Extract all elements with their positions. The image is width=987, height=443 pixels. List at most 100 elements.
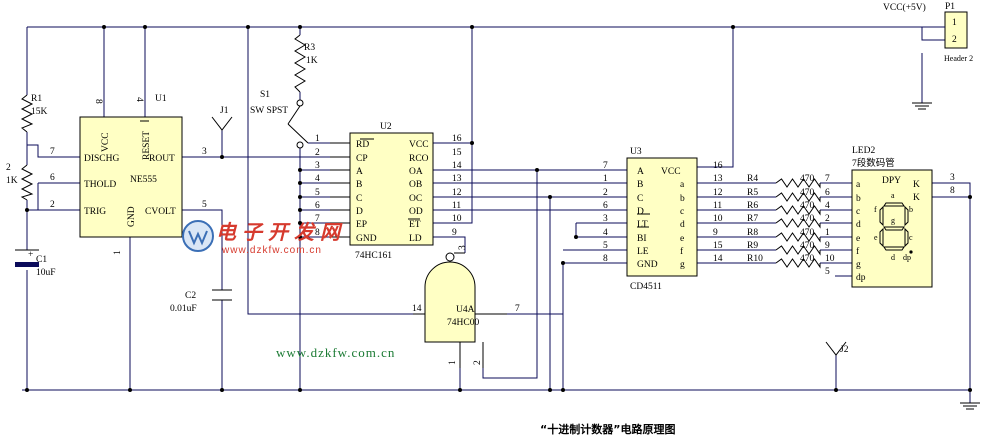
resistor-ref: R9 [747,241,758,251]
svg-text:J1: J1 [220,106,229,116]
resistor-value: 470 [800,188,815,198]
u2-pin-number: 1 [315,134,320,144]
svg-text:7段数码管: 7段数码管 [852,157,895,169]
wires [22,26,971,403]
svg-text:DPY: DPY [882,176,901,186]
svg-text:1: 1 [113,250,123,255]
watermark-name: 电子开发网 [216,220,346,244]
svg-text:5: 5 [202,200,207,210]
svg-text:NE555: NE555 [130,175,157,185]
svg-text:2: 2 [50,200,55,210]
u2-pin-label: RD [356,140,369,150]
svg-text:3: 3 [458,245,468,250]
u2-pin-number: 7 [315,214,320,224]
header-pin-2: 2 [952,35,957,45]
svg-text:TRIG: TRIG [84,207,106,217]
led-pin-number: 2 [825,214,830,224]
u3-pin-number: 4 [603,228,608,238]
u3-pin-label: g [680,260,685,270]
svg-text:1K: 1K [6,176,18,186]
u3-pin-label: D [637,207,644,217]
svg-text:C2: C2 [185,291,196,301]
r1-resistor: R1 15K [20,94,48,133]
u2-pin-label: CP [356,154,368,164]
resistor-value: 470 [800,241,815,251]
svg-text:CD4511: CD4511 [630,282,662,292]
u2-pin-number: 3 [315,161,320,171]
svg-text:74HC161: 74HC161 [355,251,392,261]
u2-pin-number: 4 [315,174,320,184]
svg-text:c: c [909,233,913,242]
junction-dots [25,25,972,392]
svg-text:R3: R3 [304,43,315,53]
svg-text:dp: dp [903,253,911,262]
svg-text:C1: C1 [36,255,47,265]
u3-pin-label: LE [637,247,649,257]
u2-pin-label: EP [356,220,367,230]
resistor-ref: R6 [747,201,758,211]
svg-text:K: K [913,180,920,190]
u4a-nand-gate: U4A 74HC00 3 1 2 14 7 [412,245,520,368]
svg-text:VCC: VCC [101,132,111,152]
svg-text:4: 4 [134,97,144,102]
u3-pin-number: 10 [713,214,723,224]
svg-text:U2: U2 [380,122,392,132]
led-pin-label: f [856,246,860,257]
led-pin-number: 10 [825,254,835,264]
led-pin-number: 7 [825,174,830,184]
svg-text:7: 7 [515,304,520,314]
header-ref: P1 [945,2,955,12]
resistor-zigzag [775,258,821,269]
svg-text:e: e [874,233,878,242]
u2-pin-number: 8 [315,228,320,238]
svg-text:S1: S1 [260,90,270,100]
header-p1-body [944,11,968,49]
led-pin-label: a [856,180,861,190]
u1-ne555: U1 NE555 DISCHG THOLD TRIG ROUT CVOLT VC… [50,94,207,255]
u3-pin-label: c [680,207,684,217]
svg-text:J2: J2 [840,345,849,355]
led-pin-number: 1 [825,228,830,238]
u2-pin-label: C [356,194,362,204]
u3-pin-number: 7 [603,161,608,171]
svg-text:GND: GND [127,206,137,227]
svg-text:U4A: U4A [456,305,475,315]
u3-pin-number: 12 [713,188,723,198]
u3-pin-label: GND [637,260,658,270]
svg-text:RESET: RESET [142,131,152,160]
svg-text:3: 3 [202,147,207,157]
resistor-value: 470 [800,174,815,184]
r2-resistor: 2 1K [6,163,34,201]
j1-jumper: J1 [211,106,233,131]
u2-pin-label: A [356,167,363,177]
svg-text:SW SPST: SW SPST [250,106,288,116]
led-pin-number: 4 [825,201,830,211]
u2-pin-number: 12 [452,188,462,198]
vcc-label: VCC(+5V) [883,2,926,13]
resistor-ref: R8 [747,228,758,238]
led-pin-label: c [856,207,860,217]
watermark-url: www.dzkfw.com.cn [221,245,322,256]
svg-text:1: 1 [448,360,458,365]
svg-text:b: b [909,205,913,214]
svg-text:R1: R1 [31,94,42,104]
u2-pin-number: 14 [452,161,462,171]
resistor-value: 470 [800,254,815,264]
svg-text:d: d [891,253,895,262]
u3-pin-label: VCC [661,167,681,177]
u2-pin-number: 9 [452,228,457,238]
svg-text:15K: 15K [31,107,48,117]
diagram-title: “十进制计数器”电路原理图 [540,422,675,436]
u3-pin-number: 2 [603,188,608,198]
seven-segment-icon: a b c d e f g dp [874,191,913,262]
u2-pin-number: 15 [452,148,462,158]
u2-pin-label: RCO [409,154,429,164]
svg-text:DISCHG: DISCHG [84,154,120,164]
resistor-zigzag [775,218,821,229]
u2-pin-label: VCC [409,140,429,150]
svg-text:LED2: LED2 [852,146,875,156]
u2-pin-label: OB [409,180,422,190]
svg-text:14: 14 [412,304,422,314]
svg-text:10uF: 10uF [36,268,56,278]
